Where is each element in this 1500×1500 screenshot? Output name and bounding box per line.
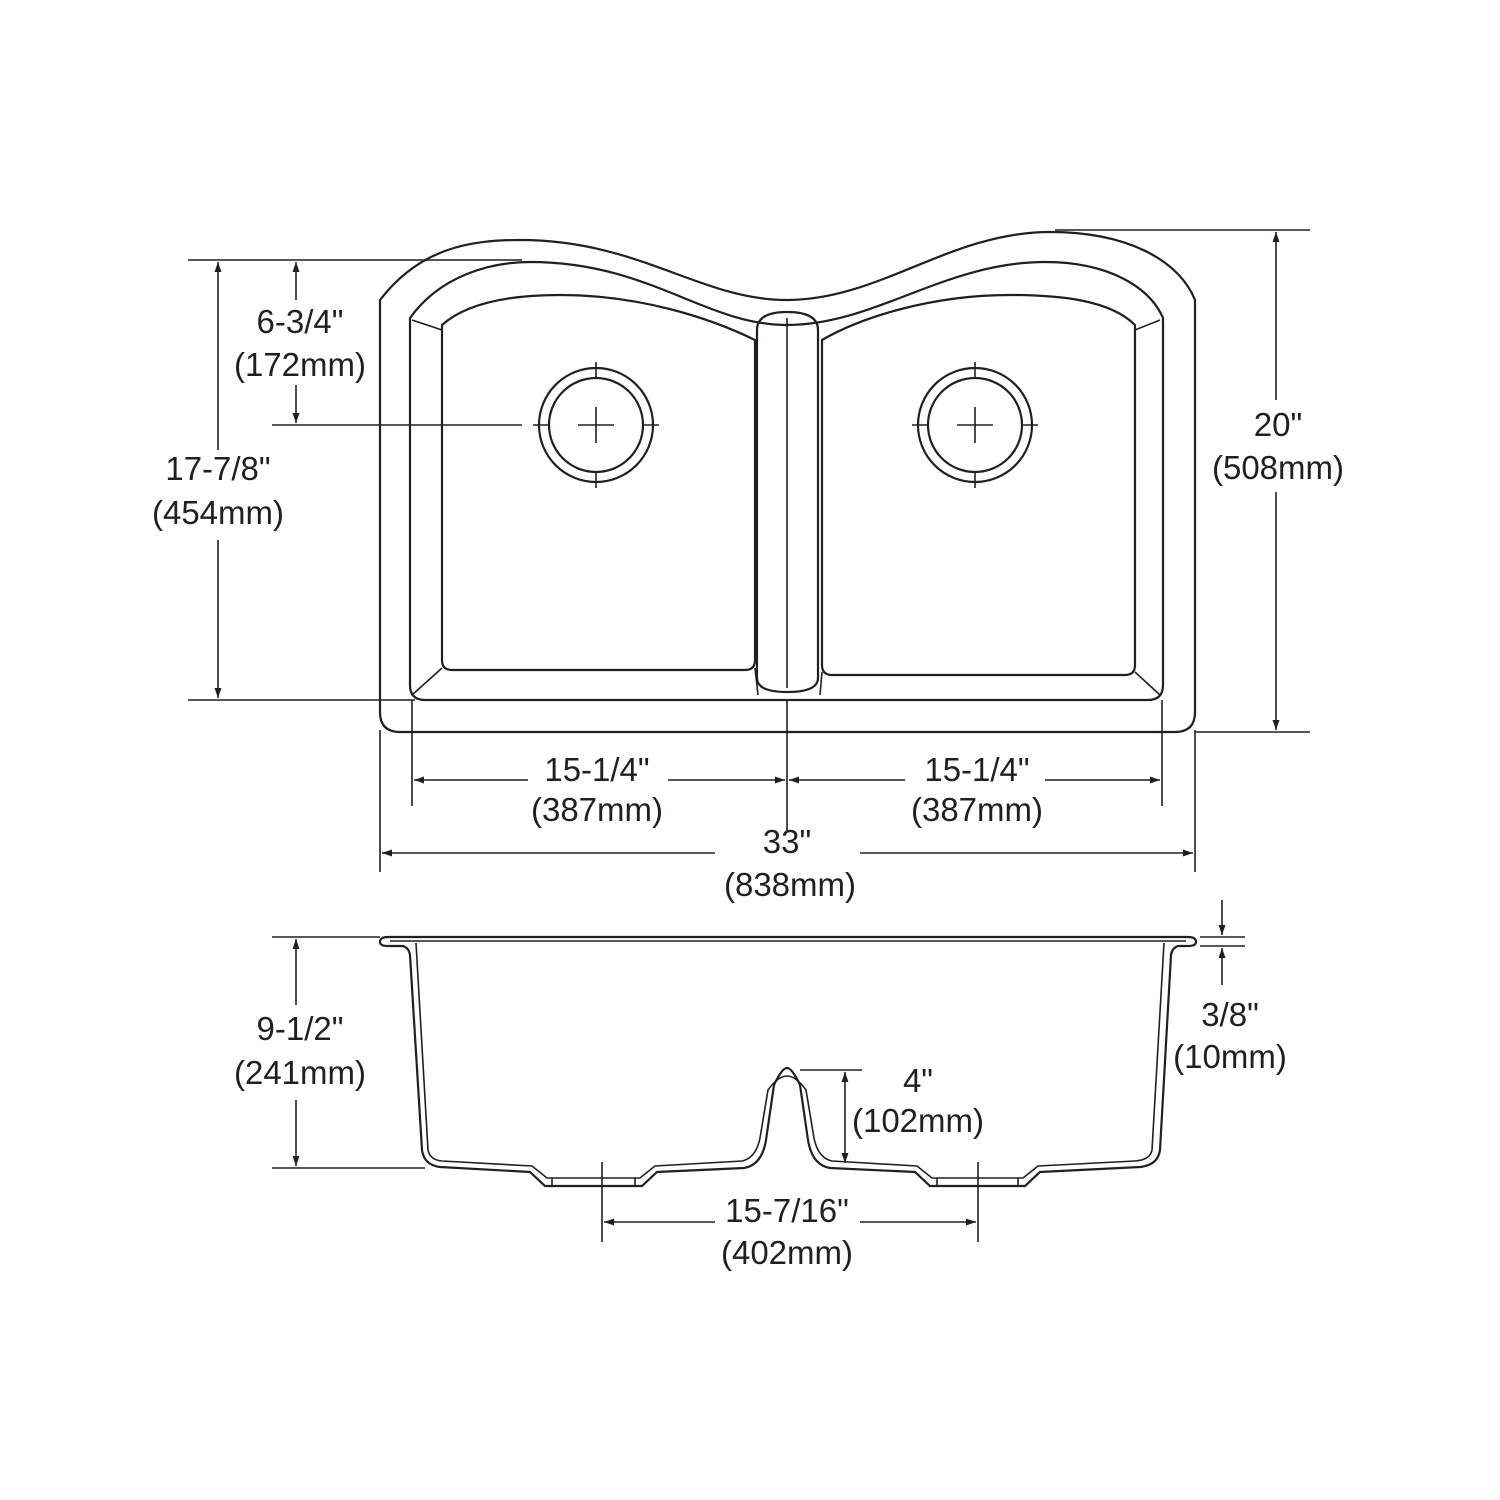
sink-rim-outline <box>408 260 1165 702</box>
bowl-height-imperial: 9-1/2" <box>257 1010 344 1047</box>
sink-side-profile-outer <box>378 935 1198 1188</box>
extension-lines-side <box>272 936 1245 1242</box>
rim-thickness-metric: (10mm) <box>1173 1038 1287 1075</box>
overall-depth-imperial: 20" <box>1254 406 1302 443</box>
drain-spacing-imperial: 15-7/16" <box>725 1192 849 1229</box>
rim-thickness-imperial: 3/8" <box>1201 996 1259 1033</box>
right-bowl-width-imperial: 15-1/4" <box>924 751 1029 788</box>
overall-width-metric: (838mm) <box>724 866 856 903</box>
left-bowl-width-metric: (387mm) <box>531 791 663 828</box>
sink-side-profile-inner <box>415 942 1165 1179</box>
drain-offset-dimension: 6-3/4" (172mm) <box>234 262 366 423</box>
divider-height-imperial: 4" <box>903 1062 933 1099</box>
sink-outer-outline <box>378 230 1197 734</box>
drain-offset-metric: (172mm) <box>234 346 366 383</box>
left-bowl-width-imperial: 15-1/4" <box>544 751 649 788</box>
overall-width-dimension: 33" (838mm) <box>382 823 1193 903</box>
side-view: 9-1/2" (241mm) 4" (102mm) 15-7/16" (402m… <box>234 900 1287 1271</box>
overall-width-imperial: 33" <box>763 823 811 860</box>
right-bowl-width-dimension: 15-1/4" (387mm) <box>789 751 1160 828</box>
divider-height-dimension: 4" (102mm) <box>841 1062 984 1163</box>
bowl-height-dimension: 9-1/2" (241mm) <box>234 939 366 1166</box>
right-drain <box>912 362 1038 488</box>
left-bowl-chamfers <box>411 319 759 696</box>
drain-flats <box>390 940 1186 1186</box>
right-bowl-chamfers <box>819 319 1161 696</box>
bowl-divider <box>755 310 820 694</box>
right-bowl-outline <box>820 293 1137 677</box>
drain-offset-imperial: 6-3/4" <box>257 303 344 340</box>
right-bowl-width-metric: (387mm) <box>911 791 1043 828</box>
overall-depth-metric: (508mm) <box>1212 449 1344 486</box>
top-view: 17-7/8" (454mm) 6-3/4" (172mm) 20" (508m… <box>152 229 1344 903</box>
overall-depth-dimension: 20" (508mm) <box>1212 232 1344 730</box>
drain-spacing-metric: (402mm) <box>721 1234 853 1271</box>
rim-thickness-dimension: 3/8" (10mm) <box>1173 900 1287 1075</box>
bowl-depth-imperial: 17-7/8" <box>165 450 270 487</box>
extension-lines-top <box>188 229 1310 872</box>
drain-spacing-dimension: 15-7/16" (402mm) <box>604 1192 976 1271</box>
left-bowl-width-dimension: 15-1/4" (387mm) <box>414 751 785 828</box>
left-bowl-outline <box>440 293 757 672</box>
bowl-depth-metric: (454mm) <box>152 494 284 531</box>
bowl-height-metric: (241mm) <box>234 1054 366 1091</box>
left-drain <box>533 362 659 488</box>
bowl-depth-dimension: 17-7/8" (454mm) <box>152 262 284 698</box>
divider-height-metric: (102mm) <box>852 1102 984 1139</box>
